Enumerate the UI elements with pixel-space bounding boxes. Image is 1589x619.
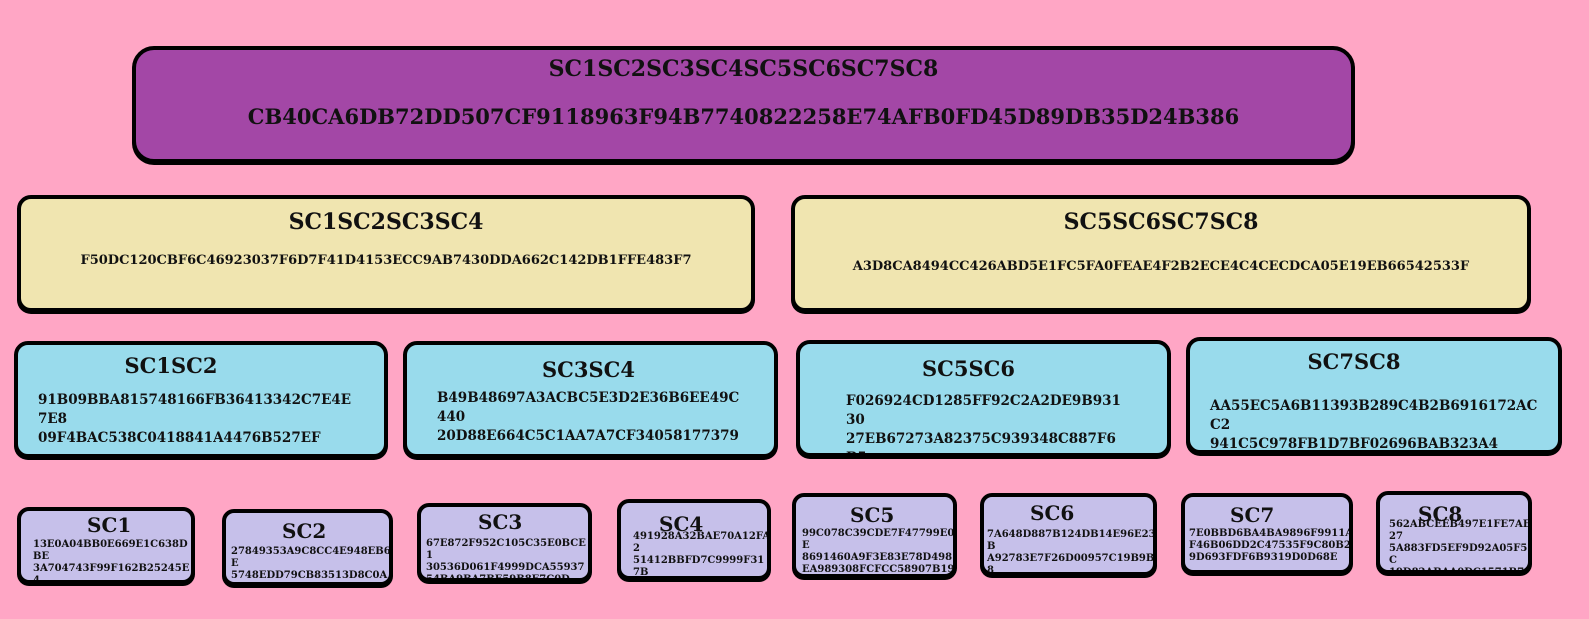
- node-sc1-sc2: SC1SC2 91B09BBA815748166FB36413342C7E4E7…: [14, 341, 388, 458]
- node-hash: 7E0BBD6BA4BA9896F9911A F46B06DD2C47535F9…: [1189, 528, 1353, 563]
- node-hash: F50DC120CBF6C46923037F6D7F41D4153ECC9AB7…: [80, 253, 692, 268]
- node-sc5-sc8: SC5SC6SC7SC8 A3D8CA8494CC426ABD5E1FC5FA0…: [791, 195, 1531, 312]
- node-hash: A3D8CA8494CC426ABD5E1FC5FA0FEAE4F2B2ECE4…: [852, 259, 1470, 274]
- node-title: SC6: [1030, 501, 1075, 525]
- leaf-node-sc7: SC7 7E0BBD6BA4BA9896F9911A F46B06DD2C475…: [1181, 493, 1353, 574]
- node-hash: CB40CA6DB72DD507CF9118963F94B7740822258E…: [247, 104, 1240, 129]
- node-title: SC1SC2: [124, 353, 218, 378]
- node-title: SC5SC6: [922, 356, 1015, 381]
- node-sc7-sc8: SC7SC8 AA55EC5A6B11393B289C4B2B6916172AC…: [1186, 337, 1562, 454]
- node-sc5-sc6: SC5SC6 F026924CD1285FF92C2A2DE9B93130 27…: [796, 340, 1171, 457]
- node-hash: 13E0A04BB0E669E1C638DBE 3A704743F99F162B…: [33, 539, 190, 584]
- node-title: SC7: [1230, 503, 1275, 527]
- node-title: SC1SC2SC3SC4SC5SC6SC7SC8: [548, 56, 939, 82]
- node-hash: AA55EC5A6B11393B289C4B2B6916172ACC2 941C…: [1210, 398, 1538, 452]
- node-sc1-sc4: SC1SC2SC3SC4 F50DC120CBF6C46923037F6D7F4…: [17, 195, 755, 312]
- node-title: SC5: [850, 503, 895, 527]
- node-title: SC2: [282, 519, 327, 543]
- node-hash: B49B48697A3ACBC5E3D2E36B6EE49C440 20D88E…: [437, 390, 740, 444]
- leaf-node-sc5: SC5 99C078C39CDE7F47799E0E 8691460A9F3E8…: [792, 493, 957, 578]
- node-hash: 67E872F952C105C35E0BCE1 30536D061F4999DC…: [426, 538, 586, 582]
- node-hash: 91B09BBA815748166FB36413342C7E4E7E8 09F4…: [38, 392, 352, 446]
- node-title: SC8: [1418, 502, 1463, 526]
- node-hash: 491928A32BAE70A12FA2 51412BBFD7C9999F317…: [633, 531, 771, 578]
- node-title: SC4: [659, 512, 704, 536]
- node-title: SC5SC6SC7SC8: [1063, 209, 1259, 235]
- node-title: SC7SC8: [1307, 349, 1401, 374]
- node-title: SC1SC2SC3SC4: [288, 209, 484, 235]
- node-title: SC3SC4: [542, 357, 635, 382]
- leaf-node-sc3: SC3 67E872F952C105C35E0BCE1 30536D061F49…: [417, 503, 592, 582]
- leaf-node-sc8: SC8 562ABCEEB497E1FE7AE27 5A883FD5EF9D92…: [1376, 491, 1532, 574]
- node-hash: F026924CD1285FF92C2A2DE9B93130 27EB67273…: [846, 393, 1121, 453]
- node-hash: 7A648D887B124DB14E96E23B A92783E7F26D009…: [987, 529, 1156, 576]
- leaf-node-sc1: SC1 13E0A04BB0E669E1C638DBE 3A704743F99F…: [17, 507, 195, 584]
- merkle-root-node: SC1SC2SC3SC4SC5SC6SC7SC8 CB40CA6DB72DD50…: [132, 46, 1355, 163]
- node-hash: 99C078C39CDE7F47799E0E 8691460A9F3E83E78…: [802, 528, 955, 575]
- node-sc3-sc4: SC3SC4 B49B48697A3ACBC5E3D2E36B6EE49C440…: [403, 341, 778, 458]
- leaf-node-sc4: SC4 491928A32BAE70A12FA2 51412BBFD7C9999…: [617, 499, 771, 580]
- node-title: SC3: [478, 510, 523, 534]
- leaf-node-sc6: SC6 7A648D887B124DB14E96E23B A92783E7F26…: [980, 493, 1157, 576]
- node-hash: 27849353A9C8CC4E948EB6E 5748EDD79CB83513…: [231, 546, 391, 581]
- node-hash: 562ABCEEB497E1FE7AE27 5A883FD5EF9D92A05F…: [1389, 519, 1531, 574]
- leaf-node-sc2: SC2 27849353A9C8CC4E948EB6E 5748EDD79CB8…: [222, 509, 393, 586]
- node-title: SC1: [87, 513, 132, 537]
